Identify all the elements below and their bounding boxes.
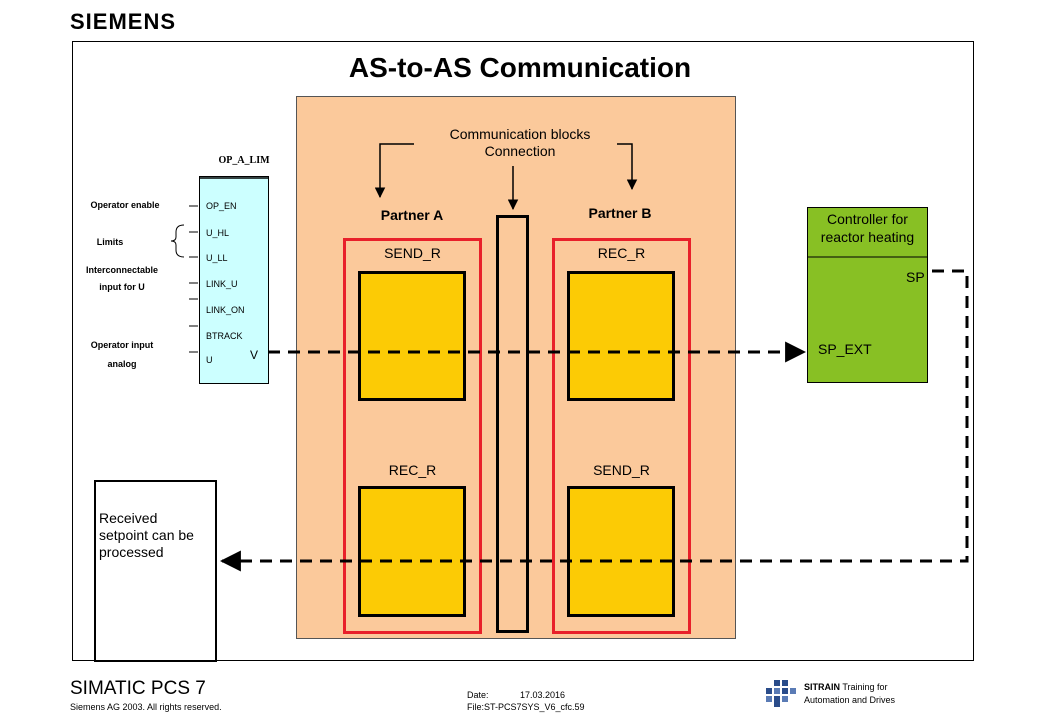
label-operator-enable: Operator enable — [90, 200, 160, 210]
function-block-op-a-lim[interactable] — [199, 176, 269, 384]
function-block-name: OP_A_LIM — [218, 155, 270, 166]
partner-b-top-label: REC_R — [597, 245, 646, 261]
received-line-1: Received — [99, 510, 158, 526]
partner-b-send-block[interactable] — [567, 486, 675, 617]
controller-title-1: Controller for — [827, 211, 908, 227]
footer-sitrain: SITRAIN Training for — [804, 682, 888, 692]
label-analog: analog — [107, 359, 137, 369]
controller-block[interactable] — [807, 207, 928, 383]
controller-sp-output: SP — [906, 269, 925, 285]
output-v: V — [250, 348, 259, 362]
partner-a-frame — [343, 238, 482, 634]
arrow-to-partner-a — [374, 143, 414, 199]
limits-brace — [170, 224, 185, 258]
pin-op-en: OP_EN — [206, 201, 237, 211]
received-line-3: processed — [99, 544, 164, 560]
partner-a-label: Partner A — [380, 207, 444, 223]
dashed-sp-to-received — [219, 269, 969, 572]
footer-date-value: 17.03.2016 — [520, 690, 566, 700]
partner-b-frame — [552, 238, 691, 634]
controller-sp-ext-input: SP_EXT — [818, 341, 872, 357]
comm-blocks-label: Communication blocks — [449, 126, 591, 142]
slide-frame — [72, 41, 974, 661]
partner-a-send-block[interactable] — [358, 271, 466, 401]
connection-bus — [496, 215, 529, 633]
pin-link-on: LINK_ON — [206, 305, 245, 315]
partner-b-label: Partner B — [588, 205, 652, 221]
footer-copyright: Siemens AG 2003. All rights reserved. — [70, 702, 222, 712]
label-limits: Limits — [96, 237, 124, 247]
received-setpoint-box — [94, 480, 217, 662]
pin-u: U — [206, 355, 213, 365]
footer-product: SIMATIC PCS 7 — [70, 678, 206, 699]
footer-file: File:ST-PCS7SYS_V6_cfc.59 — [467, 702, 585, 712]
siemens-logo: SIEMENS — [70, 9, 177, 34]
sitrain-brand: SITRAIN — [804, 682, 840, 692]
footer-date-label: Date: — [467, 690, 489, 700]
label-interconnectable: Interconnectable — [85, 265, 159, 275]
partner-a-bottom-label: REC_R — [388, 462, 437, 478]
partner-a-top-label: SEND_R — [384, 245, 441, 261]
sitrain-training-for: Training for — [842, 682, 888, 692]
received-text: Received setpoint can be processed — [99, 510, 194, 561]
arrow-to-partner-b — [617, 143, 638, 191]
pin-u-ll: U_LL — [206, 253, 228, 263]
footer-sitrain-line2: Automation and Drives — [804, 695, 896, 705]
label-operator-input: Operator input — [90, 340, 154, 350]
pin-btrack: BTRACK — [206, 331, 243, 341]
pin-u-hl: U_HL — [206, 228, 230, 238]
received-line-2: setpoint can be — [99, 527, 194, 543]
pin-link-u: LINK_U — [206, 279, 238, 289]
page-title: AS-to-AS Communication — [348, 52, 692, 83]
controller-title-2: reactor heating — [820, 229, 915, 245]
connection-label: Connection — [484, 143, 556, 159]
partner-b-rec-block[interactable] — [567, 271, 675, 401]
partner-a-rec-block[interactable] — [358, 486, 466, 617]
label-input-for-u: input for U — [99, 282, 145, 292]
partner-b-bottom-label: SEND_R — [593, 462, 650, 478]
sitrain-logo-icon — [766, 680, 796, 707]
